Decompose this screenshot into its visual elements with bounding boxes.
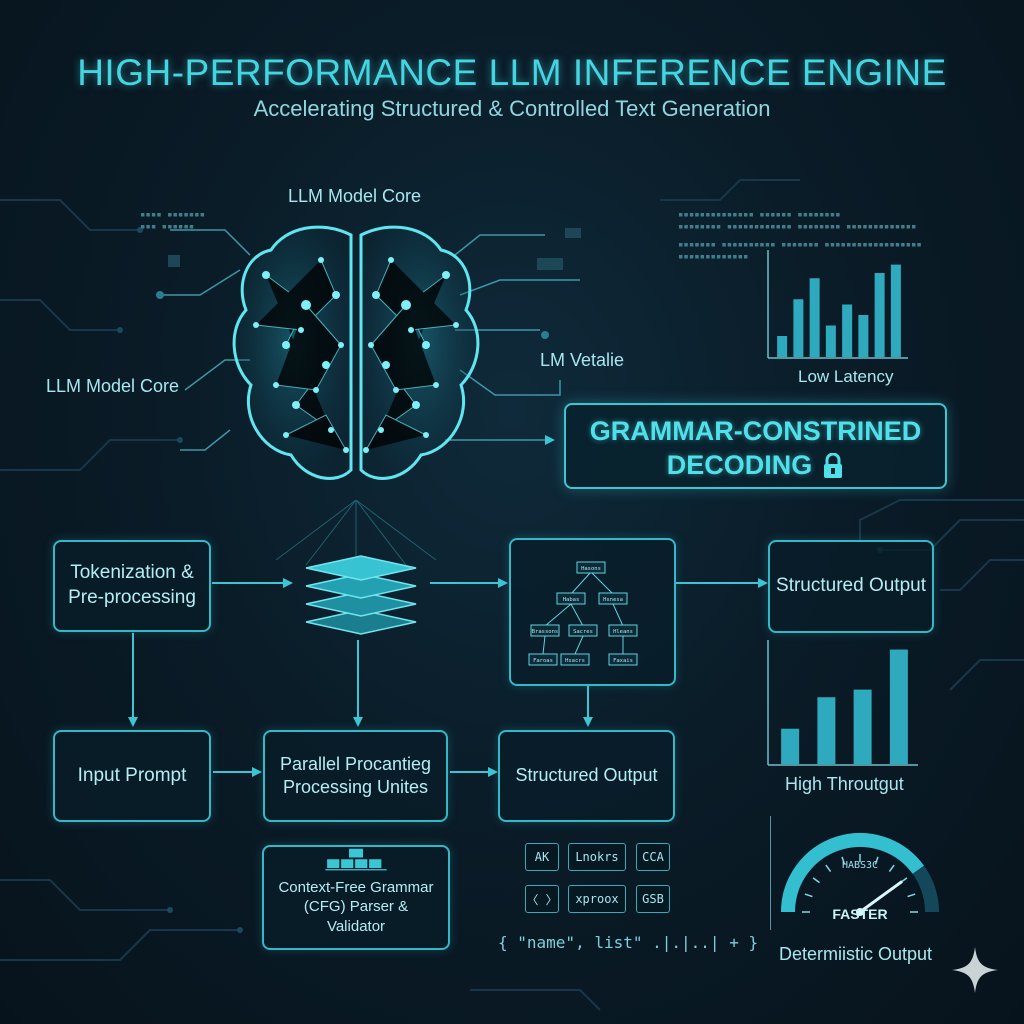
token-chip: CCA (636, 843, 670, 871)
gauge-tick (888, 864, 895, 872)
structured-output-top-node: Structured Output (768, 540, 934, 633)
chart-bar (842, 304, 853, 357)
high-throughput-chart (767, 640, 918, 766)
cfg-parser-label: Context-Free Grammar (CFG) Parser & Vali… (278, 878, 434, 935)
cfg-parser-node: Context-Free Grammar (CFG) Parser & Vali… (262, 845, 450, 950)
grammar-box-line1: GRAMMAR-CONSTRINED (589, 416, 922, 446)
gauge-inner-text: HABS3C (842, 860, 878, 871)
brain-icon (232, 225, 480, 480)
tree-node-label: Brassons (531, 629, 558, 635)
micro-text: ▪▪▪▪ ▪▪▪▪▪▪▪ (140, 210, 206, 220)
tree-node-label: Hleans (613, 629, 633, 635)
gauge-tick (812, 877, 820, 884)
gauge-faster-text: FASTER (832, 906, 887, 922)
token-chip: xproox (568, 885, 626, 913)
json-snippet: { "name", list" .|.|..| + } (498, 933, 759, 952)
tree-node-label: Faxais (613, 658, 633, 664)
token-chip: GSB (636, 885, 670, 913)
gauge-tick (907, 893, 916, 898)
micro-text: ▪▪▪ ▪▪▪▪▪▪ (140, 222, 195, 232)
chart-bar (889, 649, 908, 764)
chart-bar (825, 325, 836, 357)
brain-top-label: LLM Model Core (288, 186, 422, 206)
token-chip: AK (525, 843, 559, 871)
low-latency-chart (767, 250, 908, 359)
chart-bar (809, 278, 820, 357)
input-prompt-node: Input Prompt (53, 730, 211, 822)
tree-node-label: Sacres (573, 629, 593, 635)
token-chip: 〈 〉 (525, 885, 559, 913)
gauge-fill (781, 833, 924, 913)
page-subtitle: Accelerating Structured & Controlled Tex… (253, 96, 771, 121)
high-throughput-label: High Throutgut (785, 774, 904, 794)
tokenization-node: Tokenization & Pre-processing (53, 540, 211, 632)
chart-bar (874, 273, 885, 357)
tree-node-label: Habas (562, 597, 579, 603)
micro-text: ▪▪▪▪▪▪▪ ▪▪▪▪▪▪▪▪▪▪ ▪▪▪▪▪▪▪ ▪▪▪▪▪▪▪▪▪▪▪▪▪… (678, 240, 922, 250)
hierarchy-icon (325, 848, 387, 871)
micro-text: ▪▪▪▪▪▪▪▪ ▪▪▪▪▪▪▪▪▪▪▪▪ ▪▪▪▪▪▪▪▪ ▪▪▪▪▪▪▪▪▪… (678, 222, 917, 232)
tree-node-label: Hsacrs (565, 658, 585, 664)
tree-node-label: Hasons (581, 566, 601, 572)
micro-text: ▪▪▪▪▪▪▪▪▪▪▪▪▪▪ ▪▪▪▪▪▪ ▪▪▪▪▪▪▪▪ (678, 210, 841, 220)
chart-bar (858, 315, 869, 357)
tree-node-label: Faroas (533, 658, 553, 664)
gauge-tick (825, 864, 832, 872)
gauge-tick (874, 856, 879, 865)
parse-tree-box: Hasons Habas Hsnesa Brassons Sacres Hlea… (509, 538, 676, 686)
speed-gauge: HABS3C FASTER (770, 816, 939, 930)
brain-right-label: LM Vetalie (540, 350, 625, 370)
low-latency-label: Low Latency (798, 367, 894, 386)
gauge-tick (804, 893, 813, 898)
chart-bar (777, 336, 788, 357)
brain-left-label: LLM Model Core (46, 376, 180, 396)
chart-bar (853, 689, 872, 764)
chart-bar (781, 728, 800, 764)
sparkle-icon (952, 947, 998, 993)
chart-bar (817, 697, 836, 764)
parse-tree-diagram: Hasons Habas Hsnesa Brassons Sacres Hlea… (528, 561, 637, 666)
layers-icon (305, 555, 417, 635)
page-title: HIGH-PERFORMANCE LLM INFERENCE ENGINE (77, 52, 947, 93)
structured-output-mid-node: Structured Output (498, 730, 675, 822)
token-chip: Lnokrs (568, 843, 626, 871)
grammar-box-line2: DECODING (666, 449, 813, 480)
gauge-tick (841, 856, 846, 865)
deterministic-output-label: Determiistic Output (779, 944, 933, 964)
tree-node-label: Hsnesa (603, 597, 623, 603)
grammar-decoding-box: GRAMMAR-CONSTRINED DECODING (564, 403, 947, 489)
parallel-processing-node: Parallel Procantieg Processing Unites (263, 730, 448, 822)
micro-text: ▪▪▪▪▪▪▪▪▪▪▪▪▪ (678, 252, 749, 262)
chart-bar (890, 264, 901, 357)
lock-icon (824, 452, 843, 478)
gauge-needle (859, 880, 903, 914)
chart-bar (793, 299, 804, 357)
